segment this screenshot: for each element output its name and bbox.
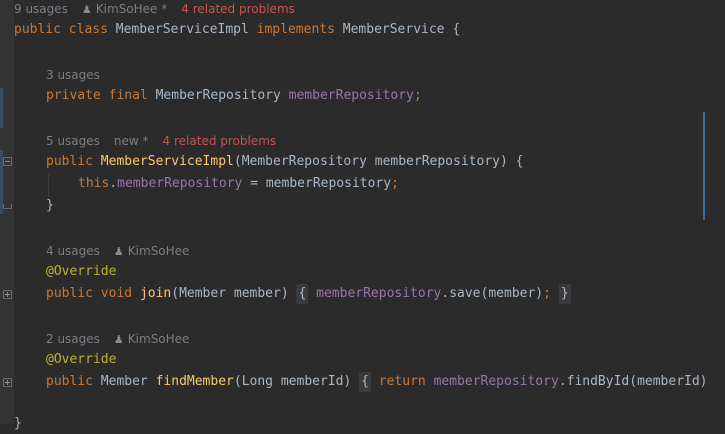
inlay-hint-ctor[interactable]: 5 usages new * 4 related problems — [46, 132, 276, 150]
fold-icon[interactable] — [3, 157, 12, 166]
author-hint[interactable]: KimSoHee * — [95, 2, 168, 16]
code-line-class-decl[interactable]: public class MemberServiceImpl implement… — [14, 20, 460, 40]
method-name: findMember — [155, 374, 234, 389]
person-icon: ♟ — [113, 245, 124, 258]
fold-end-icon — [3, 204, 12, 209]
keyword: public — [14, 22, 61, 37]
method-name: join — [139, 286, 172, 301]
code-line-ctor[interactable]: public MemberServiceImpl(MemberRepositor… — [46, 152, 523, 172]
scroll-highlight-bar — [703, 112, 705, 220]
inlay-hint-find[interactable]: 2 usages ♟KimSoHee — [46, 330, 189, 348]
usages-hint[interactable]: 2 usages — [46, 332, 100, 346]
class-name: MemberServiceImpl — [115, 22, 249, 37]
usages-hint[interactable]: 4 usages — [46, 244, 100, 258]
assign: = — [242, 176, 266, 191]
folded-brace-close[interactable]: } — [558, 284, 571, 304]
inlay-hint-join[interactable]: 4 usages ♟KimSoHee — [46, 242, 189, 260]
usages-hint[interactable]: 3 usages — [46, 68, 100, 82]
folded-brace-open[interactable]: { — [359, 372, 371, 392]
inlay-hint-field[interactable]: 3 usages — [46, 66, 100, 84]
author-hint[interactable]: new * — [113, 134, 149, 148]
brace: } — [46, 198, 54, 213]
keyword: public — [46, 154, 93, 169]
semicolon: ; — [413, 88, 422, 103]
problems-hint[interactable]: 4 related problems — [162, 134, 277, 148]
keyword: return — [378, 374, 426, 389]
code-line-annotation[interactable]: @Override — [46, 262, 116, 282]
ctor-name: MemberServiceImpl — [100, 154, 234, 169]
keyword: final — [108, 88, 148, 103]
field-name: memberRepository — [288, 88, 414, 103]
param-name: memberRepository — [265, 176, 392, 191]
type-name: MemberRepository — [155, 88, 281, 103]
brace: { — [452, 22, 461, 37]
person-icon: ♟ — [113, 333, 124, 346]
keyword: class — [68, 22, 108, 37]
field-name: memberRepository — [433, 374, 559, 389]
author-hint[interactable]: KimSoHee — [127, 244, 190, 258]
keyword: private — [46, 88, 101, 103]
annotation: @Override — [46, 264, 117, 279]
semicolon: ; — [391, 176, 399, 191]
problems-hint[interactable]: 4 related problems — [181, 2, 295, 16]
method-call: .findById(memberId) — [558, 374, 708, 389]
paren: ( — [233, 154, 242, 169]
indent-guide — [48, 174, 49, 198]
code-line-join[interactable]: public void join(Member member) { member… — [46, 284, 571, 304]
fold-icon[interactable] — [3, 290, 12, 299]
keyword: public — [46, 286, 93, 301]
field-name: memberRepository — [316, 286, 442, 301]
inlay-hint-class[interactable]: 9 usages ♟KimSoHee * 4 related problems — [14, 0, 295, 18]
paren-brace: ) { — [499, 154, 524, 169]
editor-gutter — [0, 0, 14, 424]
interface-name: MemberService — [342, 22, 445, 37]
code-line-annotation[interactable]: @Override — [46, 350, 116, 370]
params: (Long memberId) — [233, 374, 352, 389]
gutter-change-marker — [0, 150, 3, 214]
gutter-change-marker — [0, 88, 3, 128]
field-name: memberRepository — [117, 176, 243, 191]
keyword: this — [78, 176, 110, 191]
code-line-class-close[interactable]: } — [14, 414, 22, 434]
usages-hint[interactable]: 9 usages — [14, 2, 68, 16]
code-line-field[interactable]: private final MemberRepository memberRep… — [46, 86, 422, 106]
fold-icon[interactable] — [3, 378, 12, 387]
ctor-param: MemberRepository memberRepository — [241, 154, 500, 169]
keyword: public — [46, 374, 93, 389]
folded-brace-open[interactable]: { — [296, 284, 309, 304]
keyword: implements — [256, 22, 335, 37]
method-call: .save(member) — [441, 286, 544, 301]
usages-hint[interactable]: 5 usages — [46, 134, 100, 148]
code-line-find[interactable]: public Member findMember(Long memberId) … — [46, 372, 708, 392]
person-icon: ♟ — [81, 3, 92, 16]
type-name: Member — [100, 374, 148, 389]
semicolon: ; — [543, 286, 551, 301]
code-line-ctor-body[interactable]: this.memberRepository = memberRepository… — [78, 174, 399, 194]
annotation: @Override — [46, 352, 117, 367]
code-line-ctor-close[interactable]: } — [46, 196, 54, 216]
params: (Member member) — [171, 286, 289, 301]
keyword: void — [100, 286, 133, 301]
author-hint[interactable]: KimSoHee — [127, 332, 190, 346]
dot: . — [109, 176, 118, 191]
